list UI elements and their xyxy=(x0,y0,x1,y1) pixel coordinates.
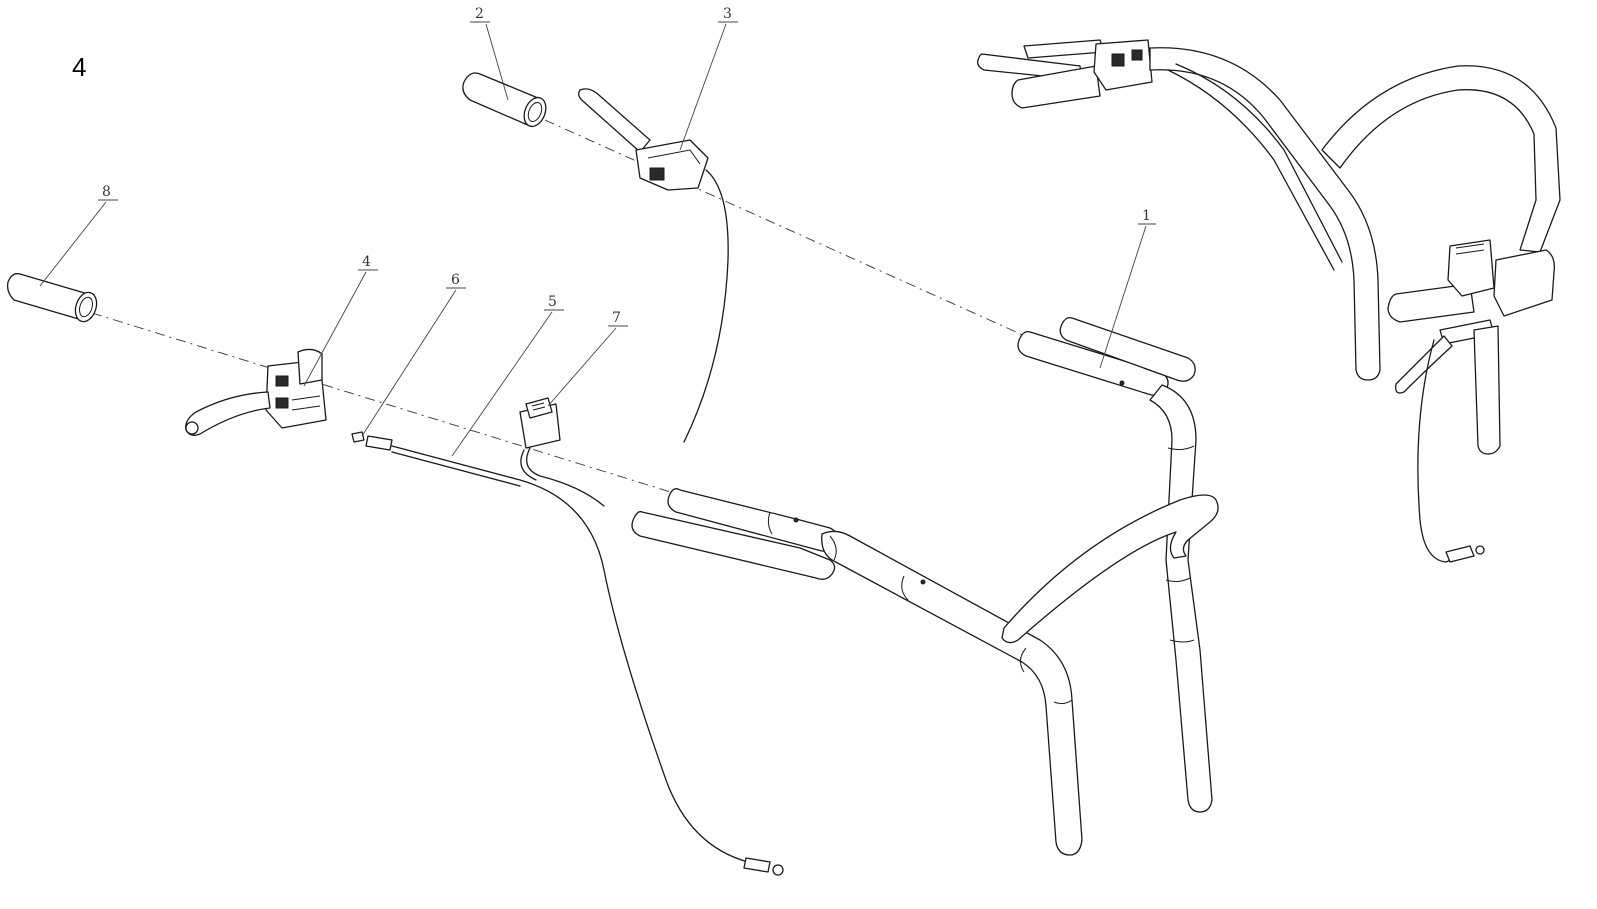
switch-block-part-7 xyxy=(519,397,605,507)
callout-2: 2 xyxy=(470,6,509,101)
handlebar-frame-part-1 xyxy=(631,316,1219,856)
assembled-handlebar-view xyxy=(976,39,1561,563)
svg-text:8: 8 xyxy=(102,184,111,200)
page-number: 4 xyxy=(72,52,87,82)
callout-1: 1 xyxy=(1099,208,1156,369)
svg-text:4: 4 xyxy=(362,254,371,270)
callouts: 1 2 3 4 5 6 7 xyxy=(39,6,1156,457)
right-grip-part-2 xyxy=(462,72,547,128)
callout-7: 7 xyxy=(547,310,628,407)
callout-8: 8 xyxy=(39,184,118,287)
left-grip-part-8 xyxy=(6,273,98,323)
svg-text:1: 1 xyxy=(1142,208,1151,224)
svg-text:3: 3 xyxy=(723,6,732,22)
callout-4: 4 xyxy=(303,254,378,387)
callout-5: 5 xyxy=(451,294,564,457)
brake-lever-part-4 xyxy=(185,348,327,436)
brake-cable-part-5 xyxy=(365,435,784,876)
callout-3: 3 xyxy=(679,6,738,151)
svg-text:7: 7 xyxy=(612,310,621,326)
svg-text:5: 5 xyxy=(548,294,557,310)
throttle-lever-part-3 xyxy=(578,88,729,443)
assembly-centerlines xyxy=(91,119,1046,499)
svg-text:6: 6 xyxy=(451,272,460,288)
screw-part-6 xyxy=(351,431,365,443)
callout-6: 6 xyxy=(361,272,466,437)
svg-text:2: 2 xyxy=(475,6,484,22)
